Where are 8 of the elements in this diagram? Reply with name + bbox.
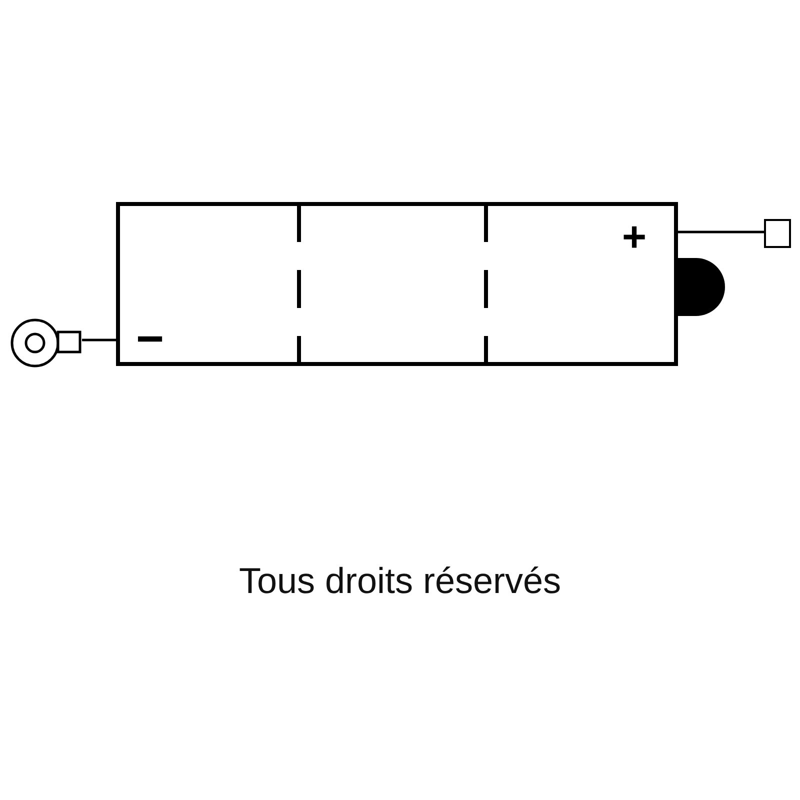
polarity-sign: + <box>622 216 647 258</box>
ring-terminal <box>10 318 82 368</box>
caption: Tous droits réservés <box>238 560 562 602</box>
wire <box>678 230 764 234</box>
wire <box>82 338 116 342</box>
battery-case <box>116 202 678 366</box>
terminal-pin <box>764 219 791 248</box>
polarity-sign: − <box>136 316 164 364</box>
